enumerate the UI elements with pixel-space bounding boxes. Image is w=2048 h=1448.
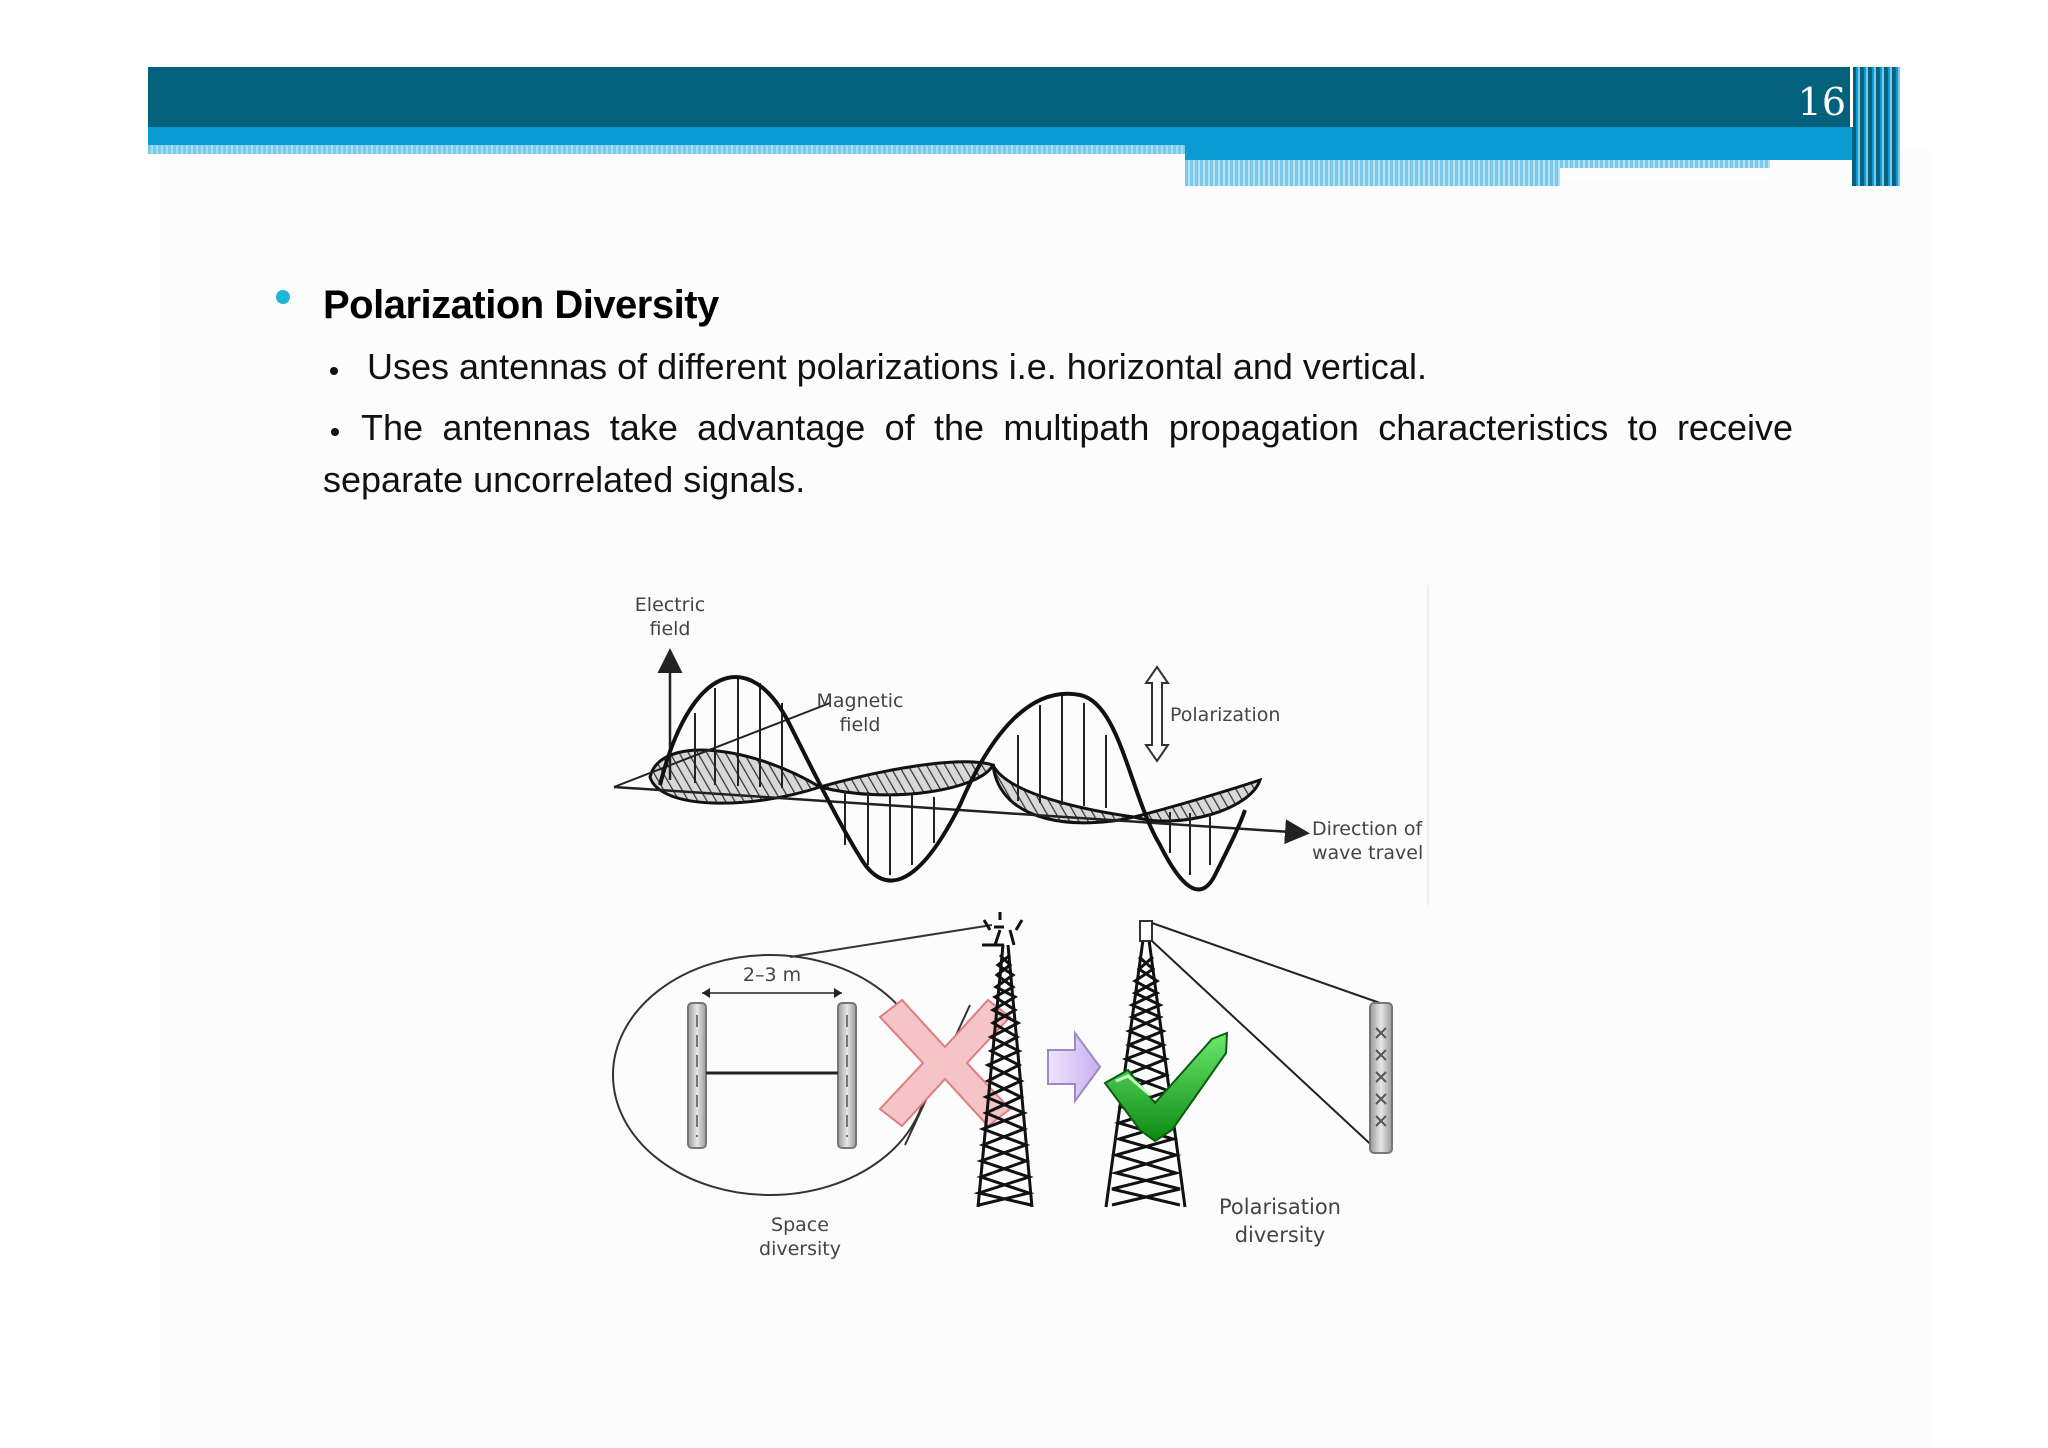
space-antenna-left <box>687 1002 707 1149</box>
header-pattern-right <box>1185 160 1770 168</box>
magnetic-field-label: Magnetic field <box>816 690 904 736</box>
polarization-arrow-icon <box>1144 665 1170 763</box>
cross-icon <box>878 998 1012 1128</box>
spacing-label: 2–3 m <box>742 964 802 986</box>
header-accent-bar <box>148 127 1898 145</box>
tower-right-icon <box>1104 920 1187 1208</box>
electric-field-label: Electric field <box>634 594 706 640</box>
space-diversity-circle <box>612 954 928 1196</box>
direction-label: Direction of wave travel <box>1312 818 1424 864</box>
sub-bullet-icon <box>331 428 339 436</box>
figure-drawing <box>612 585 1429 1208</box>
magnetic-field-wave <box>648 748 1263 825</box>
header-pattern-left <box>148 145 1185 154</box>
space-diversity-label: Space diversity <box>759 1214 841 1260</box>
electric-field-wave <box>658 675 1247 892</box>
bullet-point-2: The antennas take advantage of the multi… <box>323 402 1793 506</box>
header-accent-bar-right <box>1185 145 1898 160</box>
bullet-icon <box>276 290 290 304</box>
bullet-point-2-text: The antennas take advantage of the multi… <box>323 407 1793 500</box>
bullet-point-1: Uses antennas of different polarizations… <box>367 346 1427 387</box>
header-corner-divider <box>1850 67 1853 127</box>
header-corner-pattern <box>1852 67 1900 186</box>
arrow-right-icon <box>1047 1029 1102 1105</box>
magnetic-axis <box>613 702 831 788</box>
tower-left-icon <box>973 912 1035 1208</box>
zoom-line-right <box>1151 922 1381 1004</box>
check-icon <box>1103 1031 1229 1143</box>
zoom-line-right-lower <box>1151 940 1381 1154</box>
zoom-line <box>789 924 993 958</box>
polarization-label: Polarization <box>1170 704 1281 726</box>
space-antenna-right <box>837 1002 857 1149</box>
header-divider-line <box>1560 176 1770 179</box>
polarisation-diversity-label: Polarisation diversity <box>1219 1195 1341 1247</box>
electric-field-arrows <box>694 678 1211 875</box>
sub-bullet-icon <box>330 367 338 375</box>
polarisation-antenna <box>1369 1002 1393 1154</box>
header-pattern-right-lower <box>1185 168 1560 186</box>
page-number: 16 <box>1797 80 1846 124</box>
header-bar <box>148 67 1898 127</box>
slide-heading: Polarization Diversity <box>323 283 719 327</box>
polarization-figure: Electric field Magnetic field Polarizati… <box>600 585 1430 1275</box>
